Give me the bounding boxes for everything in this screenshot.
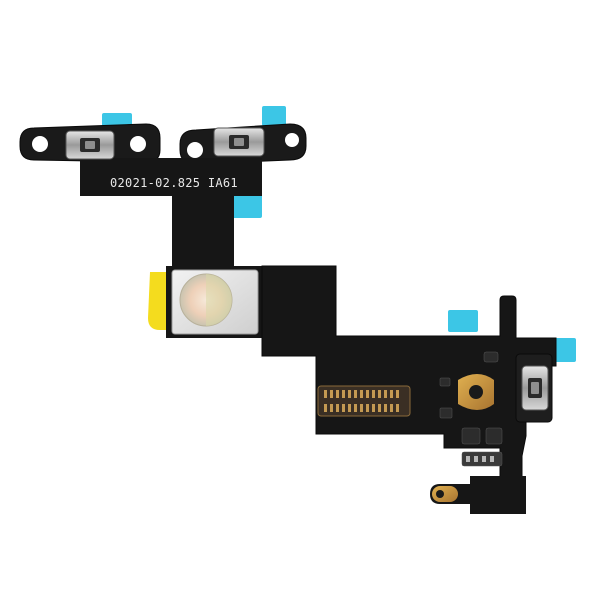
blue-tape-top-left (102, 113, 132, 127)
blue-tape-top-middle (262, 106, 286, 126)
gold-tab (432, 486, 458, 502)
blue-tape-right-side (552, 338, 576, 362)
blue-tape-right-top (448, 310, 478, 332)
top-button-left (65, 130, 115, 160)
screw-hole-right-1 (187, 142, 203, 158)
top-button-right (213, 127, 265, 157)
screw-hole-left-1 (32, 136, 48, 152)
bottom-tail (470, 476, 526, 514)
board-connector (317, 385, 411, 417)
gold-contact-pad (458, 374, 494, 410)
screw-hole-left-2 (130, 136, 146, 152)
flash-module (171, 269, 259, 335)
screw-hole-right-2 (285, 133, 299, 147)
middle-section (261, 265, 557, 485)
pcb-printed-label: 02021-02.825 IA61 (110, 176, 238, 190)
smd-pads (466, 456, 494, 462)
side-button (521, 365, 549, 411)
label-strip (80, 158, 262, 226)
stem (172, 196, 234, 276)
